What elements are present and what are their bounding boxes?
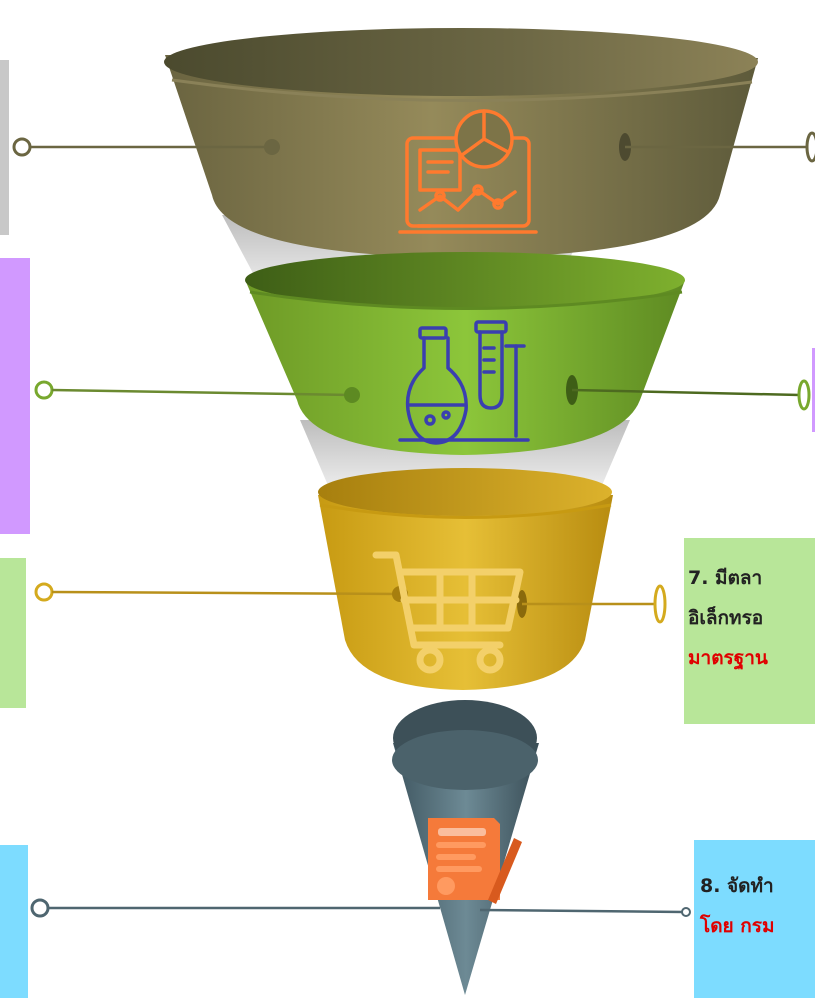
item-7-line3: มาตรฐาน: [688, 638, 815, 678]
item-8-line1: 8. จัดทำ: [700, 866, 815, 906]
funnel-tier-3-rim: [318, 468, 612, 516]
item-7-line2: อิเล็กทรอ: [688, 598, 815, 638]
item-8-line2: โดย กรม: [700, 906, 815, 946]
side-box-purple: [0, 258, 30, 534]
side-box-blue: [0, 845, 28, 998]
item-7-box: 7. มีตลา อิเล็กทรอ มาตรฐาน: [684, 538, 815, 724]
item-7-line1: 7. มีตลา: [688, 558, 815, 598]
side-box-green: [0, 558, 26, 708]
funnel-tier-1-rim: [164, 28, 758, 96]
item-8-box: 8. จัดทำ โดย กรม: [694, 840, 815, 998]
side-box-gray: [0, 60, 9, 235]
funnel-tier-3: [318, 495, 613, 690]
